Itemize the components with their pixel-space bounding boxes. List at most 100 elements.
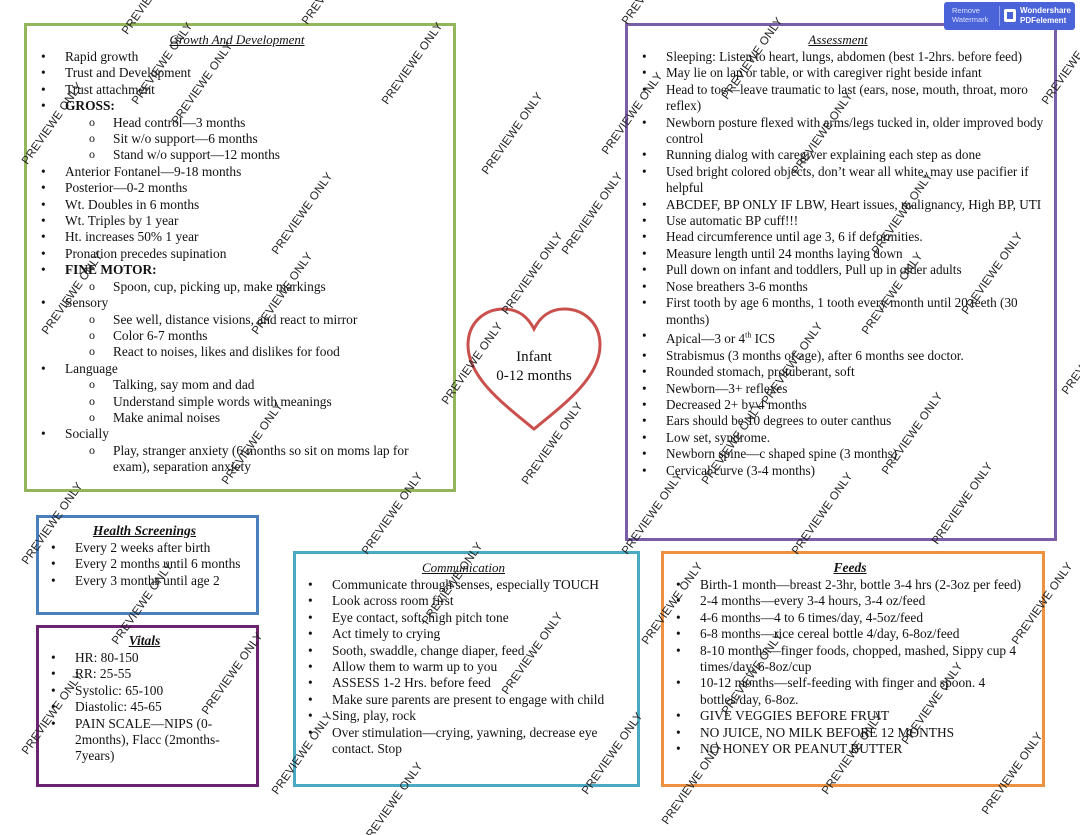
assessment-item: Pull down on infant and toddlers, Pull u… bbox=[642, 262, 1046, 279]
badge-brand-line2: PDFelement bbox=[1020, 16, 1067, 25]
assessment-item-text: Nose breathers 3-6 months bbox=[666, 278, 808, 294]
growth-title: Growth And Development bbox=[169, 32, 305, 47]
watermark-text: PREVIEWE ONLY bbox=[560, 170, 626, 257]
growth-subitem-text: Color 6-7 months bbox=[113, 327, 208, 343]
assessment-item: Newborn—3+ reflexes bbox=[642, 380, 1046, 398]
assessment-item-text: Head circumference until age 3, 6 if def… bbox=[666, 229, 923, 245]
growth-subitem-text: Understand simple words with meanings bbox=[113, 393, 332, 409]
vitals-item-text: Systolic: 65-100 bbox=[75, 682, 164, 698]
growth-subitem: React to noises, likes and dislikes for … bbox=[89, 343, 445, 360]
assessment-item: Ears should be 10 degrees to outer canth… bbox=[642, 413, 1046, 430]
growth-item-text: Pronation precedes supination bbox=[65, 245, 227, 261]
growth-subitem-text: Head control—3 months bbox=[113, 114, 246, 130]
feeds-item-text: NO JUICE, NO MILK BEFORE 12 MONTHS bbox=[700, 724, 955, 740]
growth-item: Wt. Doubles in 6 months bbox=[41, 197, 445, 214]
growth-item: GROSS:Head control—3 monthsSit w/o suppo… bbox=[41, 98, 445, 164]
communication-item-text: Sing, play, rock bbox=[332, 708, 416, 724]
growth-subitem: Talking, say mom and dad bbox=[89, 376, 445, 393]
assessment-item: Newborn spine—c shaped spine (3 months) bbox=[642, 446, 1046, 463]
health-item-text: Every 3 months until age 2 bbox=[75, 572, 220, 588]
remove-watermark-label[interactable]: Remove Watermark bbox=[952, 6, 989, 24]
assessment-item-text: Running dialog with caregiver explaining… bbox=[666, 147, 981, 163]
growth-subitem-text: See well, distance visions, and react to… bbox=[113, 311, 358, 327]
assessment-box: Assessment Sleeping: Listen to heart, lu… bbox=[625, 23, 1057, 541]
feeds-item-text: GIVE VEGGIES BEFORE FRUIT bbox=[700, 708, 890, 724]
growth-subitem-text: Make animal noises bbox=[113, 409, 221, 425]
assessment-item-text: Newborn—3+ reflexes bbox=[666, 380, 788, 396]
growth-item-text: Ht. increases 50% 1 year bbox=[65, 229, 199, 245]
feeds-box: Feeds Birth-1 month—breast 2-3hr, bottle… bbox=[661, 551, 1045, 787]
vitals-item: Diastolic: 45-65 bbox=[51, 699, 250, 716]
assessment-item-text: Apical—3 or 4th ICS bbox=[666, 330, 776, 347]
assessment-item: Measure length until 24 months laying do… bbox=[642, 245, 1046, 263]
assessment-list: Sleeping: Listen to heart, lungs, abdome… bbox=[630, 49, 1046, 479]
feeds-item-text: 6-8 months—rice cereal bottle 4/day, 6-8… bbox=[700, 626, 960, 642]
communication-item: Eye contact, soft, high pitch tone bbox=[308, 610, 631, 627]
assessment-item: First tooth by age 6 months, 1 tooth eve… bbox=[642, 295, 1046, 328]
communication-list: Communicate through senses, especially T… bbox=[296, 577, 631, 757]
assessment-item-text: May lie on lap or table, or with caregiv… bbox=[666, 65, 982, 81]
growth-item: SensorySee well, distance visions, and r… bbox=[41, 295, 445, 361]
growth-sublist: Talking, say mom and dadUnderstand simpl… bbox=[65, 376, 445, 426]
health-item: Every 3 months until age 2 bbox=[51, 572, 250, 590]
growth-item-text: Trust attachment bbox=[65, 81, 155, 97]
feeds-item: NO JUICE, NO MILK BEFORE 12 MONTHS bbox=[676, 724, 1036, 742]
growth-item-text: Trust and Development bbox=[65, 65, 191, 81]
communication-item-text: Allow them to warm up to you bbox=[332, 659, 498, 675]
feeds-item-text: 8-10 months—finger foods, chopped, mashe… bbox=[700, 642, 1017, 675]
badge-brand: Wondershare PDFelement bbox=[1020, 6, 1071, 26]
growth-subitem: Head control—3 months bbox=[89, 114, 445, 131]
vitals-item-text: Diastolic: 45-65 bbox=[75, 699, 162, 715]
feeds-item: 2-4 months—every 3-4 hours, 3-4 oz/feed bbox=[676, 593, 1036, 610]
assessment-item: Head circumference until age 3, 6 if def… bbox=[642, 229, 1046, 246]
health-list: Every 2 weeks after birthEvery 2 months … bbox=[39, 540, 250, 590]
vitals-item: HR: 80-150 bbox=[51, 650, 250, 667]
watermark-text: PREVIEWE ONLY bbox=[480, 90, 546, 177]
vitals-title: Vitals bbox=[128, 633, 161, 648]
assessment-item-text: Decreased 2+ by 4 months bbox=[666, 396, 807, 412]
growth-item: Wt. Triples by 1 year bbox=[41, 213, 445, 230]
communication-item: Communicate through senses, especially T… bbox=[308, 577, 631, 594]
assessment-item-text: Newborn spine—c shaped spine (3 months) bbox=[666, 446, 898, 462]
growth-subitem: Sit w/o support—6 months bbox=[89, 130, 445, 147]
growth-sublist: Spoon, cup, picking up, make markings bbox=[65, 278, 445, 295]
watermark-text: PREVIEWE ONLY bbox=[1060, 311, 1080, 397]
vitals-item-text: PAIN SCALE—NIPS (0-2months), Flacc (2mon… bbox=[75, 715, 220, 764]
growth-subitem: Play, stranger anxiety (6 months so sit … bbox=[89, 442, 445, 476]
feeds-item: 4-6 months—4 to 6 times/day, 4-5oz/feed bbox=[676, 610, 1036, 627]
infant-title: Infant bbox=[516, 349, 552, 365]
growth-item: Posterior—0-2 months bbox=[41, 180, 445, 197]
growth-sublist: See well, distance visions, and react to… bbox=[65, 310, 445, 361]
infant-age-range: 0-12 months bbox=[496, 368, 572, 384]
remove-watermark-button[interactable]: Remove Watermark Wondershare PDFelement bbox=[944, 2, 1075, 30]
assessment-item: Strabismus (3 months of age), after 6 mo… bbox=[642, 348, 1046, 365]
communication-item: Act timely to crying bbox=[308, 626, 631, 643]
assessment-item-text: Use automatic BP cuff!!! bbox=[666, 213, 799, 229]
assessment-item-text: Head to toe—leave traumatic to last (ear… bbox=[666, 81, 1028, 114]
feeds-item: 6-8 months—rice cereal bottle 4/day, 6-8… bbox=[676, 626, 1036, 643]
feeds-item: GIVE VEGGIES BEFORE FRUIT bbox=[676, 708, 1036, 725]
growth-item-text: Socially bbox=[65, 426, 109, 442]
health-item: Every 2 weeks after birth bbox=[51, 540, 250, 557]
communication-item: Sooth, swaddle, change diaper, feed bbox=[308, 643, 631, 660]
assessment-item-text: Cervical curve (3-4 months) bbox=[666, 462, 816, 478]
communication-item-text: Over stimulation—crying, yawning, decrea… bbox=[332, 724, 598, 757]
health-item-text: Every 2 months until 6 months bbox=[75, 556, 241, 572]
assessment-item: Sleeping: Listen to heart, lungs, abdome… bbox=[642, 49, 1046, 66]
vitals-item-text: RR: 25-55 bbox=[75, 666, 132, 682]
assessment-item: May lie on lap or table, or with caregiv… bbox=[642, 65, 1046, 82]
assessment-item: Newborn posture flexed with arms/legs tu… bbox=[642, 115, 1046, 148]
communication-item-text: Act timely to crying bbox=[332, 626, 441, 642]
communication-item-text: Look across room first bbox=[332, 593, 454, 609]
feeds-item-text: 10-12 months—self-feeding with finger an… bbox=[700, 675, 986, 707]
heart-icon bbox=[466, 307, 602, 431]
communication-item: Make sure parents are present to engage … bbox=[308, 692, 631, 709]
growth-subitem: Spoon, cup, picking up, make markings bbox=[89, 278, 445, 295]
feeds-item-text: Birth-1 month—breast 2-3hr, bottle 3-4 h… bbox=[700, 577, 1022, 592]
growth-item-text: Language bbox=[65, 360, 118, 376]
communication-box: Communication Communicate through senses… bbox=[293, 551, 640, 787]
assessment-item-text: Measure length until 24 months laying do… bbox=[666, 245, 903, 261]
health-item: Every 2 months until 6 months bbox=[51, 556, 250, 573]
pdfelement-logo-icon bbox=[1004, 9, 1016, 22]
growth-item: Ht. increases 50% 1 year bbox=[41, 229, 445, 246]
